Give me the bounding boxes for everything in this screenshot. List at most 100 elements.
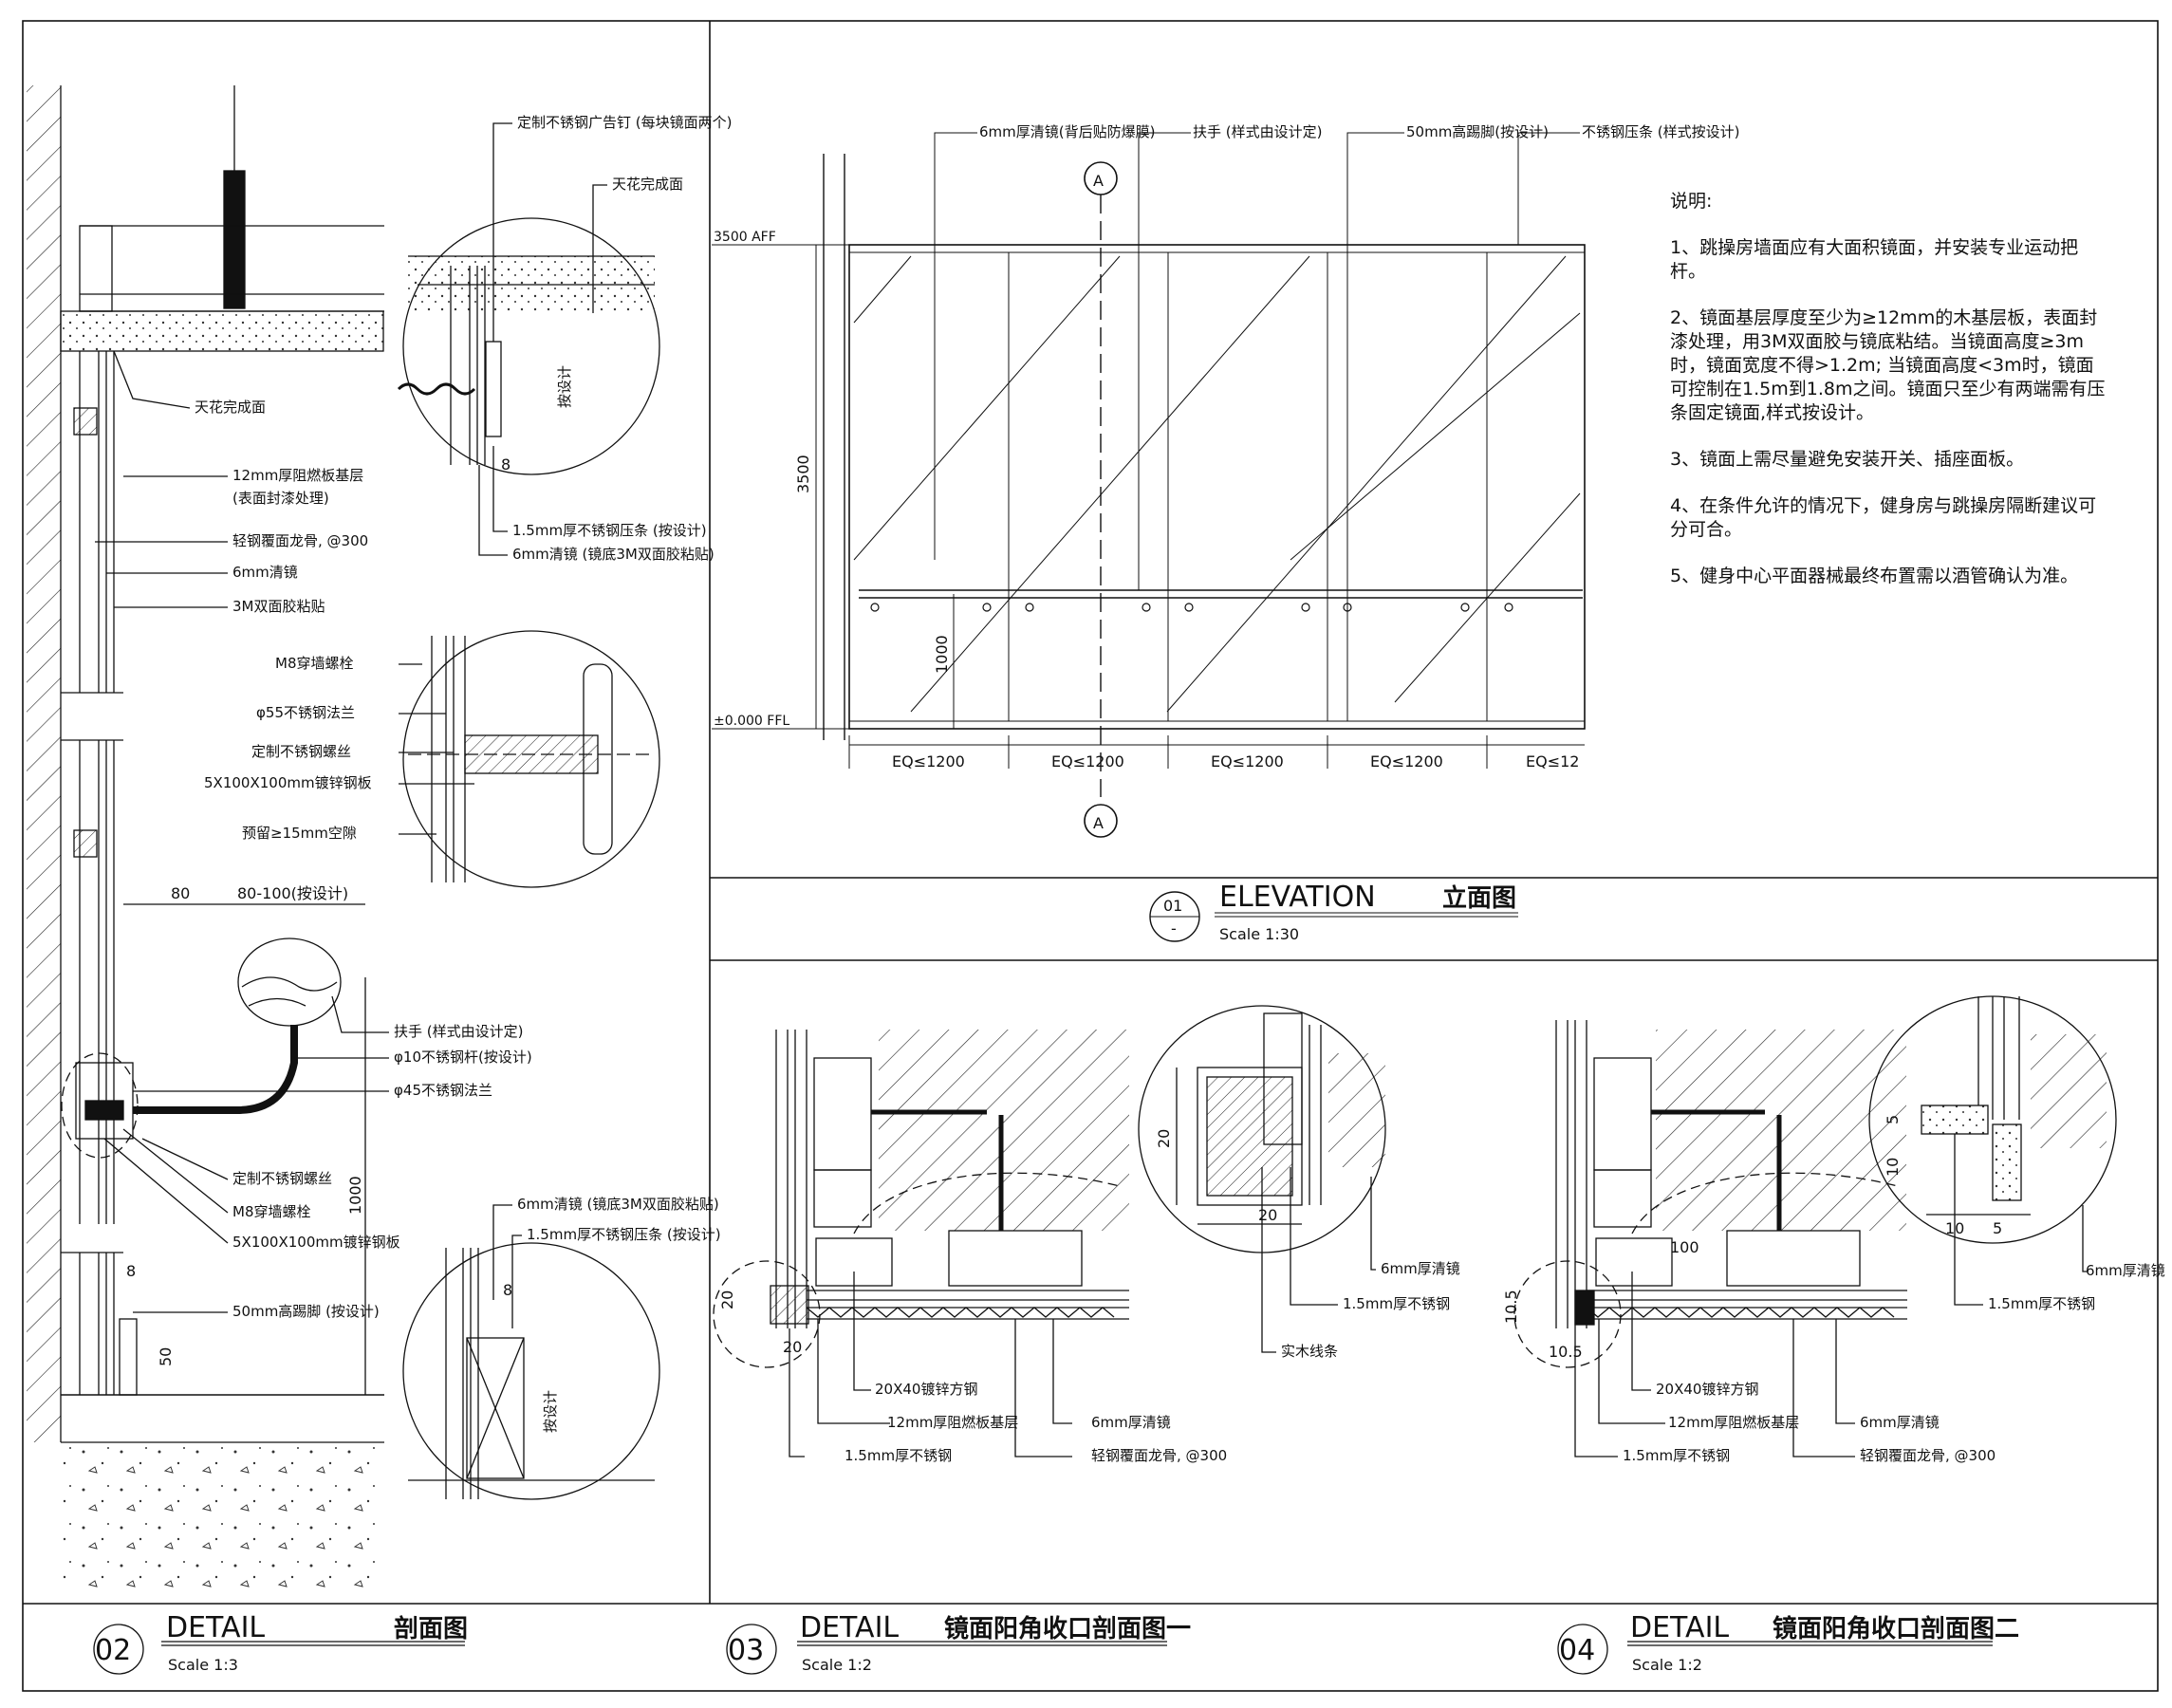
d03-title-en: DETAIL [800,1611,899,1644]
d04-dim-a: 10.5 [1502,1290,1520,1324]
d02-scale: Scale 1:3 [168,1656,238,1674]
elev-callout-trim: 不锈钢压条 (样式按设计) [1582,123,1739,140]
design-notes: 说明: 1、跳操房墙面应有大面积镜面，并安装专业运动把杆。 2、镜面基层厚度至少… [1670,190,2107,611]
d02-ceiling-b: 天花完成面 [195,399,266,416]
d04-title-cn: 镜面阳角收口剖面图二 [1773,1614,2019,1643]
elev-title-num: 01 [1163,897,1182,915]
elev-title-en: ELEVATION [1219,881,1376,914]
level-top: 3500 AFF [714,230,776,245]
d02-dim-50: 50 [157,1347,175,1366]
d03-title-cn: 镜面阳角收口剖面图一 [944,1614,1191,1643]
elev-callout-mirror: 6mm厚清镜(背后贴防爆膜) [979,123,1155,140]
d02-dim-8b: 8 [501,455,511,473]
d02-by-design-b: 按设计 [542,1390,559,1433]
d03-mirror: 6mm厚清镜 [1091,1414,1171,1431]
d03-board: 12mm厚阻燃板基层 [887,1414,1018,1431]
note-1: 1、跳操房墙面应有大面积镜面，并安装专业运动把杆。 [1670,237,2079,282]
d04-keel: 轻钢覆面龙骨, @300 [1860,1447,1996,1464]
d02-tape: 3M双面胶粘贴 [232,598,325,615]
note-5: 5、健身中心平面器械最终布置需以酒管确认为准。 [1670,566,2079,586]
d02-trim: 1.5mm厚不锈钢压条 (按设计) [512,522,707,539]
d02-dim-8c: 8 [503,1281,512,1299]
note-2: 2、镜面基层厚度至少为≥12mm的木基层板，表面封漆处理，用3M双面胶与镜底粘结… [1670,307,2106,423]
d02-bolt-b: M8穿墙螺栓 [232,1203,311,1220]
d04-mirror: 6mm厚清镜 [1860,1414,1940,1431]
d02-title-num: 02 [95,1634,131,1667]
elev-callout-skirting: 50mm高踢脚(按设计) [1406,123,1549,140]
d02-title-cn: 剖面图 [394,1614,468,1643]
note-3: 3、镜面上需尽量避免安装开关、插座面板。 [1670,449,2025,470]
d02-rail: 扶手 (样式由设计定) [394,1023,523,1040]
d02-dim-1000: 1000 [346,1176,364,1215]
d02-skirting: 50mm高踢脚 (按设计) [232,1303,380,1320]
d02-by-design-a: 按设计 [556,365,573,408]
d04-dim-g: 100 [1670,1238,1699,1256]
d02-title-en: DETAIL [166,1611,265,1644]
bay-5: EQ≤12 [1526,752,1579,770]
bay-4: EQ≤1200 [1370,752,1443,770]
d02-mirror: 6mm清镜 [232,564,298,581]
bay-2: EQ≤1200 [1051,752,1124,770]
d02-screw: 定制不锈钢螺丝 [251,743,351,760]
d04-board: 12mm厚阻燃板基层 [1668,1414,1799,1431]
d03-dim-d: 20 [1258,1206,1277,1224]
d02-board: 12mm厚阻燃板基层 [232,467,363,484]
elevation-drawing [712,132,1586,942]
d04-stainless: 1.5mm厚不锈钢 [1623,1447,1730,1464]
d02-mirror-b: 6mm清镜 (镜底3M双面胶粘贴) [512,546,715,563]
d04-steel: 20X40镀锌方钢 [1656,1381,1758,1398]
notes-heading: 说明: [1670,191,1713,212]
d02-screw-b: 定制不锈钢螺丝 [232,1170,332,1187]
d02-plate-b: 5X100X100mm镀锌钢板 [232,1234,400,1251]
d04-dim-d: 10 [1884,1158,1902,1177]
elevation-labels: 6mm厚清镜(背后贴防爆膜) 扶手 (样式由设计定) 50mm高踢脚(按设计) … [714,123,1739,943]
d04-mirror-b: 6mm厚清镜 [2086,1262,2165,1279]
d02-flange45: φ45不锈钢法兰 [394,1082,492,1099]
detail04-drawing [1513,995,2117,1675]
d02-ceiling-a: 天花完成面 [612,176,683,193]
d02-bolt: M8穿墙螺栓 [275,655,354,672]
d03-keel: 轻钢覆面龙骨, @300 [1091,1447,1227,1464]
detail03-labels: 20X40镀锌方钢 12mm厚阻燃板基层 6mm厚清镜 1.5mm厚不锈钢 轻钢… [718,1129,1460,1674]
d03-stainless-b: 1.5mm厚不锈钢 [1343,1295,1450,1312]
bay-1: EQ≤1200 [892,752,965,770]
elev-title-sub: - [1171,919,1177,938]
detail03-drawing [713,1005,1386,1675]
bay-3: EQ≤1200 [1211,752,1284,770]
d03-steel: 20X40镀锌方钢 [875,1381,977,1398]
d04-title-en: DETAIL [1630,1611,1729,1644]
d02-dim-8a: 8 [126,1262,136,1280]
d04-dim-f: 5 [1993,1219,2002,1237]
detail04-labels: 20X40镀锌方钢 12mm厚阻燃板基层 6mm厚清镜 1.5mm厚不锈钢 轻钢… [1502,1115,2165,1674]
d02-rod: φ10不锈钢杆(按设计) [394,1049,532,1066]
detail02-drawing [27,85,660,1675]
elev-title-cn: 立面图 [1442,883,1516,913]
d03-wood: 实木线条 [1281,1343,1338,1360]
elev-scale: Scale 1:30 [1219,925,1299,943]
d02-board-note: (表面封漆处理) [232,490,329,507]
d02-plate: 5X100X100mm镀锌钢板 [204,774,372,791]
d04-scale: Scale 1:2 [1632,1656,1702,1674]
d04-stainless-b: 1.5mm厚不锈钢 [1988,1295,2095,1312]
d02-trim-b: 1.5mm厚不锈钢压条 (按设计) [527,1226,721,1243]
d02-dim-80: 80 [171,884,190,902]
sheet-frame [22,20,2159,1692]
elev-callout-handrail: 扶手 (样式由设计定) [1193,123,1322,140]
d03-stainless: 1.5mm厚不锈钢 [845,1447,952,1464]
d02-mirror-c: 6mm清镜 (镜底3M双面胶粘贴) [517,1196,719,1213]
d02-dim-80-100: 80-100(按设计) [237,884,348,902]
note-4: 4、在条件允许的情况下，健身房与跳操房隔断建议可分可合。 [1670,495,2097,540]
section-mark-top: A [1093,172,1104,190]
d02-flange: φ55不锈钢法兰 [256,704,355,721]
level-bottom: ±0.000 FFL [714,714,789,729]
detail02-labels: 定制不锈钢广告钉 (每块镜面两个) 天花完成面 天花完成面 12mm厚阻燃板基层… [95,114,732,1674]
section-mark-bottom: A [1093,814,1104,832]
d02-keel: 轻钢覆面龙骨, @300 [232,532,368,549]
dim-rail: 1000 [933,635,951,674]
d04-dim-c: 5 [1884,1115,1902,1124]
d03-scale: Scale 1:2 [802,1656,872,1674]
d03-mirror-b: 6mm厚清镜 [1381,1260,1460,1277]
d03-dim-b: 20 [783,1338,802,1356]
d03-dim-a: 20 [718,1290,736,1309]
